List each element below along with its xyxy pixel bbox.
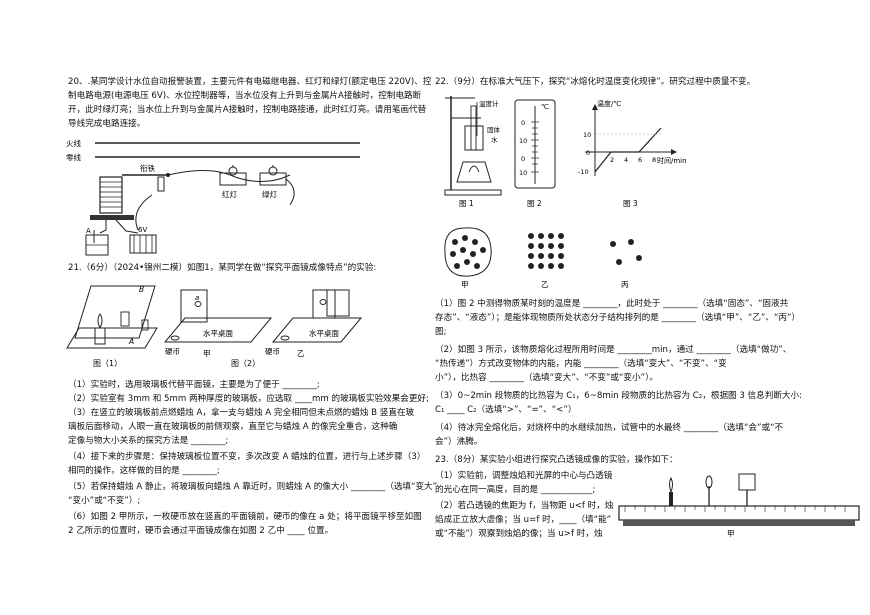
fig2-caption: 图（2） — [231, 359, 260, 368]
q22-line-3: 图; — [435, 327, 447, 337]
graph-x-6: 6 — [638, 156, 642, 164]
q20-line-1: 20、.某同学设计水位自动报警装置，主要元件有电磁继电器、红灯和绿灯(额定电压 … — [68, 77, 432, 87]
celsius-label: ℃ — [541, 103, 549, 111]
battery: 6V — [129, 226, 157, 254]
q22-fig3-caption: 图 3 — [623, 199, 638, 207]
pattern-yi: 乙 — [541, 280, 549, 288]
plate-label: A — [86, 227, 91, 235]
battery-label: 6V — [138, 226, 147, 234]
graph-x-8: 8 — [652, 156, 656, 164]
q22-line-5: “热传递”）方式改变物体的内能，内能 ________（选填“变大”、“不变”、… — [435, 359, 727, 369]
table-label-jia: 水平桌面 — [203, 328, 233, 338]
q22-line-8: C₁ ____ C₂（选填“>”、“=”、“<”） — [435, 405, 577, 415]
graph-y-0: 0 — [586, 149, 590, 157]
green-lamp: 绿灯 — [259, 165, 287, 199]
q21-figures: B A 图（1） a 水平桌面 硬币 甲 水平桌面 硬币 乙 图（2） — [66, 285, 363, 368]
right-column: 22.（9分）在标准大气压下，探究“冰熔化时温度变化规律”。研究过程中质量不变。… — [435, 0, 870, 615]
q22-fig2-caption: 图 2 — [527, 199, 542, 207]
fig1-caption: 图（1） — [93, 359, 122, 368]
water-label: 水 — [491, 135, 498, 144]
q22-line-9: （4）待冰完全熔化后，对烧杯中的水继续加热，试管中的水最终 ________（选… — [435, 423, 784, 433]
scale-1: 10 — [519, 137, 527, 145]
q23-line-3: （2）若凸透镜的焦距为 f，当物距 u<f 时，烛 — [435, 501, 614, 511]
graph-y-10: 10 — [583, 131, 591, 139]
graph-x-4: 4 — [624, 156, 628, 164]
fire-line-label: 火线 — [66, 138, 81, 148]
label-A: A — [128, 337, 134, 346]
q22-fig1-caption: 图 1 — [459, 199, 474, 207]
q23-line-2: 的光心在同一高度，目的是 ____________; — [435, 485, 596, 495]
q20-circuit-diagram: 火线 零线 衔铁 红灯 绿灯 — [66, 138, 360, 256]
fig2-jia: 甲 — [203, 349, 211, 358]
q22-line-7: （3）0~2min 段物质的比热容为 C₁，6~8min 段物质的比热容为 C₂… — [435, 391, 803, 401]
q21-line-3: （3）在竖立的玻璃板前点燃蜡烛 A，拿一支与蜡烛 A 完全相同但未点燃的蜡烛 B… — [68, 408, 415, 418]
scale-3: 10 — [519, 169, 527, 177]
q21-line-4: 璃板后面移动，人眼一直在玻璃板的前侧观察，直至它与蜡烛 A 的像完全重合，这种确 — [68, 422, 398, 432]
q21-line-1: （1）实验时，选用玻璃板代替平面镜，主要是为了便于 ________; — [68, 380, 320, 390]
q20-line-4: 导线完成电路连接。 — [68, 119, 146, 129]
thermometer-label: 温度计 — [479, 99, 499, 108]
q23-line-1: （1）实验前，调整烛焰和光屏的中心与凸透镜 — [435, 471, 613, 481]
pattern-bing: 丙 — [621, 280, 629, 288]
molecule-patterns: 甲 乙 丙 — [444, 227, 642, 288]
red-lamp-label: 红灯 — [222, 189, 237, 199]
red-lamp: 红灯 — [219, 165, 247, 199]
q22-line-4: （2）如图 3 所示，该物质熔化过程所用时间是 ________min，通过 _… — [435, 345, 792, 355]
q21-line-6: （4）接下来的步骤是：保持玻璃板位置不变，多次改变 A 蜡烛的位置，进行与上述步… — [68, 452, 426, 462]
q22-header: 22.（9分）在标准大气压下，探究“冰熔化时温度变化规律”。研究过程中质量不变。 — [435, 77, 756, 87]
q21-header: 21.（6分）（2024•锦州二模）如图1，某同学在做“探究平面镜成像特点”的实… — [68, 263, 377, 273]
q21-line-9: “变小”或“不变”）; — [68, 496, 141, 506]
q22-line-1: （1）图 2 中测得物质某时刻的温度是 ________，此时处于 ______… — [435, 299, 789, 309]
q21-line-11: 2 乙所示的位置时，硬币会通过平面镜成像在如图 2 乙中 ____ 位置。 — [68, 526, 334, 536]
q22-line-6: 小”），比热容 ________（选填“变大”、“不变”或“变小”）。 — [435, 373, 658, 383]
graph-xlabel: 时间/min — [657, 156, 687, 165]
optical-bench: 甲 — [618, 473, 860, 538]
q23-header: 23.（8分）某实验小组进行探究凸透镜成像的实验，操作如下： — [435, 455, 678, 465]
graph-y-neg10: -10 — [578, 168, 589, 176]
q23-line-4: 焰成正立放大虚像；当 u=f 时，____（填“能” — [435, 515, 612, 525]
q21-line-5: 定像与物大小关系的探究方法是 ________; — [68, 436, 229, 446]
q22-line-2: 存态”、“液态”）；是能体现物质所处状态分子结构排列的是 ________（选填… — [435, 313, 801, 323]
label-a: a — [195, 294, 199, 302]
q22-line-10: 会”）沸腾。 — [435, 437, 483, 447]
q21-line-2: （2）实验室有 3mm 和 5mm 两种厚度的玻璃板，应选取 ____mm 的玻… — [68, 394, 429, 404]
left-column: 20、.某同学设计水位自动报警装置，主要元件有电磁继电器、红灯和绿灯(额定电压 … — [66, 77, 438, 536]
fig2-yi: 乙 — [297, 349, 305, 358]
q20-line-3: 开，此时绿灯亮；当水位上升到与金属片A接触时，控制电路接通，此时红灯亮。请用笔画… — [68, 105, 427, 115]
q21-line-10: （6）如图 2 甲所示，一枚硬币放在竖直的平面镜前，硬币的像在 a 处；将平面镜… — [68, 512, 422, 522]
pattern-jia: 甲 — [461, 280, 469, 288]
scale-0: 0 — [521, 119, 525, 127]
scale-2: 0 — [521, 155, 525, 163]
q21-line-7: 相同的操作，这样做的目的是 ________; — [68, 466, 220, 476]
q22-figures: 温度计 固体 水 图 1 ℃ 0 10 0 10 图 2 温度/℃ 时间/min… — [444, 96, 687, 207]
q23-line-5: 或“不能”）观察到烛焰的像；当 u>f 时，烛 — [435, 529, 603, 539]
q21-line-8: （5）若保持蜡烛 A 静止，将玻璃板向蜡烛 A 靠近时，则蜡烛 A 的像大小 _… — [68, 482, 438, 492]
table-label-yi: 水平桌面 — [309, 328, 339, 338]
label-B: B — [139, 285, 144, 294]
q20-line-2: 制电路电源(电源电压 6V)、水位控制器等，当水位没有上升到与金属片A接触时，控… — [68, 91, 422, 101]
bench-label: 甲 — [727, 529, 735, 538]
iron-label: 衔铁 — [140, 163, 155, 173]
green-lamp-label: 绿灯 — [262, 189, 277, 199]
solid-label: 固体 — [487, 125, 501, 134]
coin-label-jia: 硬币 — [165, 347, 180, 356]
graph-x-2: 2 — [610, 156, 614, 164]
neutral-line-label: 零线 — [66, 152, 81, 162]
coin-label-yi: 硬币 — [265, 347, 280, 356]
graph-ylabel: 温度/℃ — [597, 99, 621, 108]
